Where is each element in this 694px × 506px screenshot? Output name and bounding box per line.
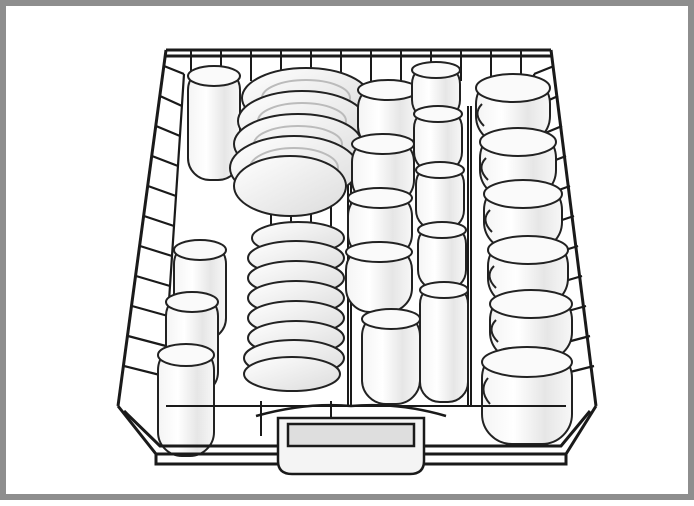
center-cups (345, 79, 421, 405)
plate-item (243, 356, 341, 392)
cup-item (487, 235, 569, 307)
glass-item (157, 343, 215, 457)
cup-item (481, 346, 573, 445)
plate-item (233, 155, 347, 217)
right-cups (475, 73, 573, 445)
cup-item (347, 187, 413, 259)
cup-item (351, 133, 415, 205)
center-glasses (411, 61, 469, 403)
glass-item (419, 281, 469, 403)
cup-item (345, 241, 413, 313)
rack-back-rim (116, 48, 598, 407)
dishwasher-rack-illustration (116, 48, 598, 476)
lower-plates (243, 221, 345, 392)
glass-item (417, 221, 467, 291)
glass-item (187, 65, 241, 181)
cup-item (489, 289, 573, 361)
cup-item (483, 179, 563, 251)
upper-plates (229, 67, 371, 217)
glass-item (415, 161, 465, 231)
cup-item (361, 308, 421, 405)
glass-item (413, 105, 463, 173)
rack-front-handle (255, 403, 447, 476)
left-glasses (157, 65, 241, 457)
